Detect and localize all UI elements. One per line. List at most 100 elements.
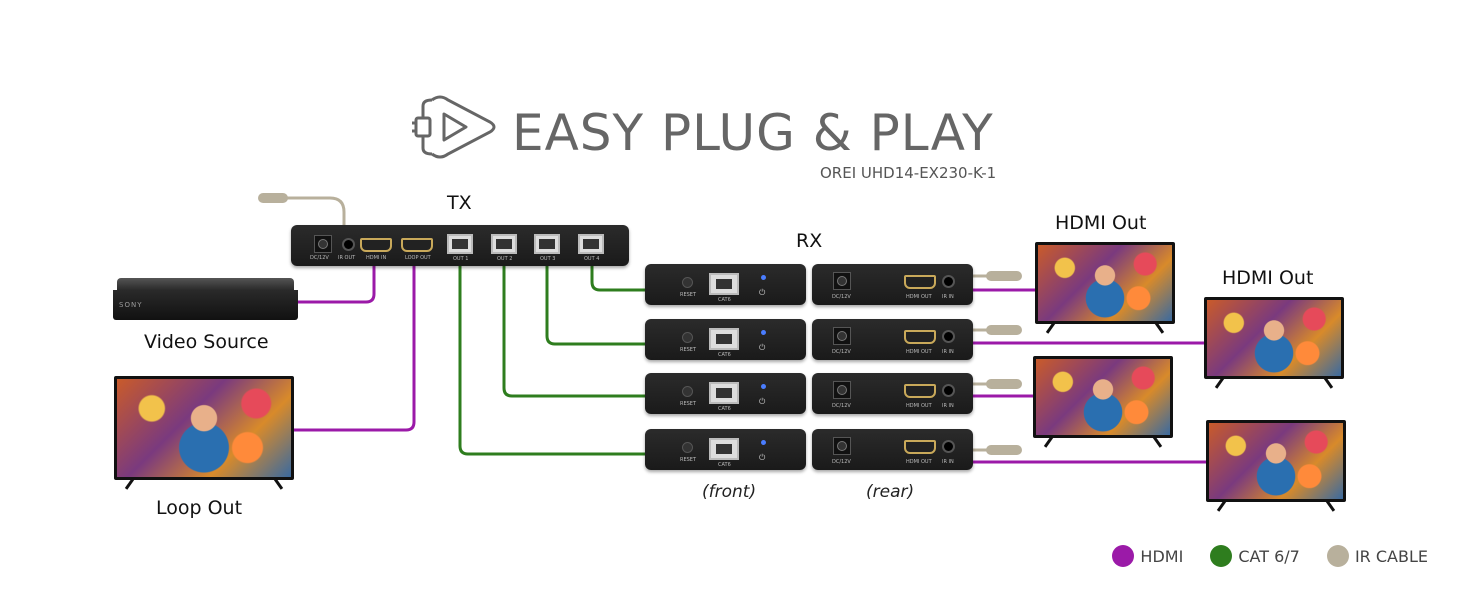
rx-port-label: HDMI OUT [906,459,932,465]
rx-dc-port [833,381,851,399]
legend-label: HDMI [1140,546,1184,566]
legend-item-cat: CAT 6/7 [1210,545,1300,567]
cat-cable-3 [545,266,646,346]
tx-port-label: OUT 3 [540,256,556,262]
cat-cable-4 [590,266,646,292]
tx-out4-port [578,234,604,254]
rx-port-label: HDMI OUT [906,349,932,355]
hdmi-cable-loop [292,266,416,432]
plug-play-icon [412,95,496,159]
rx-port-label: RESET [680,457,697,463]
rx-port-label: IR IN [942,349,954,355]
rx-label: RX [796,230,823,252]
led-indicator [761,440,766,445]
tx-port-label: IR OUT [338,255,356,261]
rx-hdmi-out-port [904,440,936,454]
rx-front-unit: RESET CAT6 ⏻ [645,264,806,305]
rx-cat6-port [709,273,739,295]
legend-item-hdmi: HDMI [1112,545,1183,567]
cat-color-swatch [1210,545,1233,567]
power-icon: ⏻ [759,288,766,297]
rx-ir-in-port [942,440,955,453]
loop-out-label: Loop Out [156,497,243,519]
rx-front-unit: RESET CAT6 ⏻ [645,319,806,360]
rx-front-unit: RESET CAT6 ⏻ [645,373,806,414]
front-label: (front) [702,482,757,502]
rx-dc-port [833,272,851,290]
rx-port-label: DC/12V [832,459,851,465]
legend-label: CAT 6/7 [1238,546,1300,566]
rx-rear-unit: DC/12V HDMI OUT IR IN [812,319,973,360]
rx-port-label: RESET [680,292,697,298]
legend: HDMI CAT 6/7 IR CABLE [1090,545,1428,571]
rx-cat6-port [709,328,739,350]
rx-port-label: IR IN [942,403,954,409]
rx-port-label: IR IN [942,459,954,465]
legend-item-ir: IR CABLE [1326,545,1428,567]
rx-port-label: HDMI OUT [906,294,932,300]
tx-port-label: LOOP OUT [405,255,431,261]
loop-out-tv [114,376,294,480]
brand-logo: SONY [119,301,143,309]
page-title: EASY PLUG & PLAY [512,104,994,162]
tx-hdmi-in-port [360,238,392,252]
ir-color-swatch [1326,545,1349,567]
rx-port-label: DC/12V [832,349,851,355]
tx-out2-port [491,234,517,254]
led-indicator [761,330,766,335]
tx-out1-port [447,234,473,254]
legend-label: IR CABLE [1354,546,1428,566]
rx-port-label: IR IN [942,294,954,300]
reset-button [682,277,693,288]
video-source-label: Video Source [144,331,269,353]
power-icon: ⏻ [759,397,766,406]
rx-port-label: HDMI OUT [906,403,932,409]
tx-transmitter: DC/12V IR OUT HDMI IN LOOP OUT OUT 1 OUT… [291,225,629,266]
tx-port-label: OUT 4 [584,256,600,262]
output-tv-3 [1033,356,1173,438]
rx-ir-in-port [942,275,955,288]
tx-port-label: DC/12V [310,255,329,261]
output-tv-1 [1035,242,1175,324]
power-icon: ⏻ [759,453,766,462]
output-tv-4 [1206,420,1346,502]
ir-cables-rx [972,271,1022,455]
ir-cable-tx [262,196,346,226]
rx-cat6-port [709,382,739,404]
cat-cable-2 [502,266,646,398]
rx-cat6-port [709,438,739,460]
tx-ir-out-port [342,238,355,251]
rx-port-label: DC/12V [832,294,851,300]
hdmi-out-label-1: HDMI Out [1055,212,1147,234]
tx-port-label: OUT 1 [453,256,469,262]
rx-hdmi-out-port [904,384,936,398]
led-indicator [761,384,766,389]
rx-port-label: CAT6 [718,406,731,412]
output-tv-2 [1204,297,1344,379]
rx-ir-in-port [942,384,955,397]
hdmi-color-swatch [1112,545,1135,567]
rx-port-label: RESET [680,401,697,407]
rx-dc-port [833,327,851,345]
tv-screen [117,379,291,477]
rx-dc-port [833,437,851,455]
rx-port-label: CAT6 [718,352,731,358]
tx-loop-out-port [401,238,433,252]
rear-label: (rear) [866,482,915,502]
ir-emitter-tx [258,193,288,203]
rx-port-label: CAT6 [718,297,731,303]
power-icon: ⏻ [759,343,766,352]
rx-port-label: CAT6 [718,462,731,468]
rx-hdmi-out-port [904,330,936,344]
hdmi-cable-source [298,266,376,304]
reset-button [682,332,693,343]
reset-button [682,442,693,453]
rx-rear-unit: DC/12V HDMI OUT IR IN [812,373,973,414]
rx-ir-in-port [942,330,955,343]
model-number: OREI UHD14-EX230-K-1 [820,164,997,182]
tx-port-label: HDMI IN [366,255,387,261]
tx-dc-port [314,235,332,253]
tx-port-label: OUT 2 [497,256,513,262]
reset-button [682,386,693,397]
